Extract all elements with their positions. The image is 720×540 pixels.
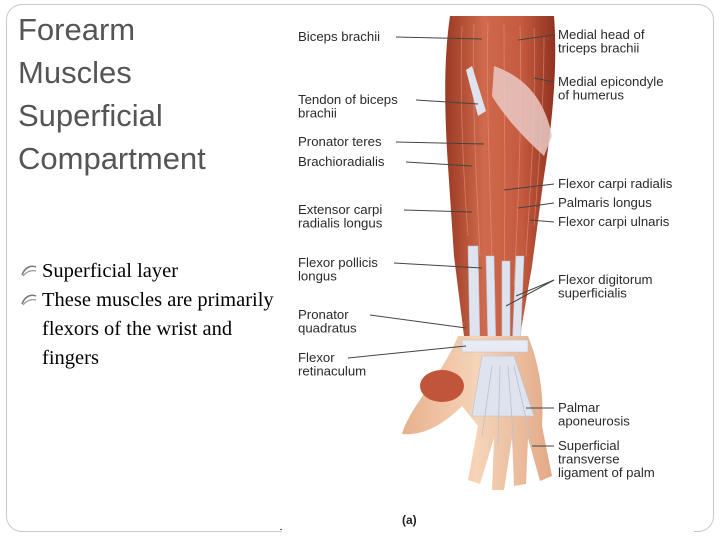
palmar-aponeurosis: [471, 355, 535, 417]
right-muscle-label-line: Flexor digitorum: [558, 272, 653, 287]
leader-line: [503, 183, 555, 191]
left-muscle-label-line: brachii: [298, 106, 337, 121]
aponeurosis-slips: [481, 365, 531, 447]
left-muscle-label-line: retinaculum: [298, 364, 366, 379]
right-muscle-label-line: Flexor carpi radialis: [558, 176, 673, 191]
aponeurosis-region: [492, 66, 552, 156]
leader-lines: [347, 34, 555, 447]
forearm-tendons: [467, 245, 525, 352]
title-line: Compartment: [18, 141, 206, 176]
right-muscle-label-line: Palmaris longus: [558, 195, 652, 210]
leader-line: [403, 209, 473, 213]
bullet-text: Superficial layer: [42, 260, 179, 282]
left-muscle-label-line: longus: [298, 269, 337, 284]
bullet-item: Superficial layer: [20, 257, 282, 286]
right-muscle-label-line: transverse: [558, 452, 620, 467]
right-muscle-label: Palmaris longus: [558, 195, 652, 210]
panel-label: (a): [402, 513, 417, 527]
right-muscle-label: Flexor carpi ulnaris: [558, 214, 670, 229]
leader-line: [529, 219, 555, 223]
left-muscle-label-line: radialis longus: [298, 216, 383, 231]
slide-title: Forearm Muscles Superficial Compartment: [18, 8, 268, 180]
left-muscle-label-line: Extensor carpi: [298, 202, 382, 217]
leader-line: [369, 314, 467, 329]
leader-line: [515, 279, 555, 297]
bullet-item: These muscles are primarily flexors of t…: [20, 286, 282, 373]
leader-line: [533, 77, 555, 83]
right-muscle-label-line: Medial head of: [558, 27, 645, 42]
bullet-list: Superficial layer These muscles are prim…: [20, 257, 282, 373]
right-muscle-label-line: aponeurosis: [558, 414, 630, 429]
thenar-muscle: [420, 370, 464, 402]
leader-line: [395, 141, 485, 145]
bullet-curve-icon: [21, 265, 37, 277]
title-line: Forearm: [18, 12, 136, 47]
biceps-tendon: [466, 66, 486, 116]
flexor-retinaculum: [461, 339, 529, 353]
left-muscle-label: Brachioradialis: [298, 154, 385, 169]
right-muscle-label-line: triceps brachii: [558, 41, 639, 56]
bullet-curve-icon: [21, 294, 37, 306]
leader-line: [505, 279, 555, 307]
title-line: Superficial: [18, 98, 163, 133]
bullet-text: These muscles are primarily flexors of t…: [42, 289, 274, 369]
left-muscle-label-line: Brachioradialis: [298, 154, 385, 169]
leader-line: [347, 345, 467, 359]
leader-line: [405, 161, 473, 167]
right-muscle-label-line: ligament of palm: [558, 465, 655, 480]
left-muscle-label-line: Tendon of biceps: [298, 92, 398, 107]
left-muscle-label-line: Flexor pollicis: [298, 255, 378, 270]
left-muscle-label-line: Pronator: [298, 307, 349, 322]
left-muscle-label-line: Flexor: [298, 350, 335, 365]
left-muscle-label-line: Biceps brachii: [298, 29, 380, 44]
leader-line: [517, 34, 555, 41]
left-muscle-label: Biceps brachii: [298, 29, 380, 44]
right-muscle-label-line: Flexor carpi ulnaris: [558, 214, 670, 229]
right-muscle-label-line: superficialis: [558, 286, 627, 301]
leader-line: [395, 36, 483, 40]
title-line: Muscles: [18, 55, 132, 90]
right-muscle-label-line: Superficial: [558, 438, 620, 453]
left-muscle-label-line: quadratus: [298, 321, 357, 336]
right-muscle-label-line: Medial epicondyle: [558, 74, 664, 89]
right-muscle-label-line: of humerus: [558, 88, 624, 103]
left-muscle-label: Pronator teres: [298, 134, 382, 149]
left-muscle-label-line: Pronator teres: [298, 134, 382, 149]
leader-line: [415, 99, 479, 105]
leader-line: [393, 262, 483, 269]
leader-line: [517, 202, 555, 209]
right-muscle-label: Flexor carpi radialis: [558, 176, 673, 191]
right-muscle-label-line: Palmar: [558, 400, 600, 415]
